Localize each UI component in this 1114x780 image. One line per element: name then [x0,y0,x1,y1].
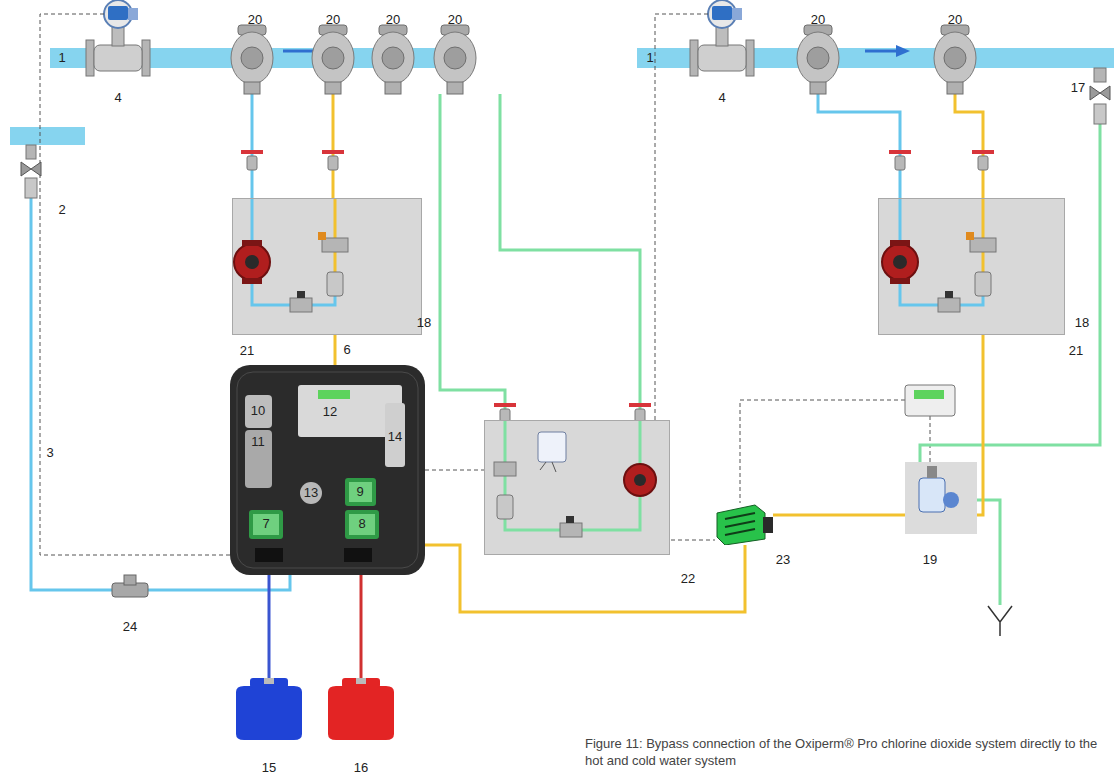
panel-box: 22 [484,420,670,555]
panel-box: 21 [232,198,422,335]
callout-number: 2 [58,203,65,217]
callout-number: 16 [354,761,368,775]
callout-number: 17 [1071,81,1085,95]
dosing-pump-outline [715,503,773,545]
callout-number: 24 [123,620,137,634]
callout-number: 15 [262,761,276,775]
callout-number: 20 [948,13,962,27]
callout-number: 20 [386,13,400,27]
callout-number: 4 [718,91,725,105]
callout-number: 3 [46,446,53,460]
callout-number: 9 [356,485,363,499]
callout-number: 20 [326,13,340,27]
callout-number: 23 [776,553,790,567]
callout-number: 1 [646,51,653,65]
callout-number: 11 [251,435,265,449]
callout-number: 22 [681,572,695,586]
callout-number: 14 [388,430,402,444]
sampling-unit: 19 [905,462,977,534]
pipe-connector [334,335,337,365]
callout-number: 20 [448,13,462,27]
chemical-tank: 15 [230,678,308,740]
chemical-tank-outline [322,678,400,740]
callout-number: 13 [304,486,318,500]
control-unit: 10 11 12 13 9 7 8 [230,365,425,575]
callout-number: 12 [323,405,337,419]
callout-number: 19 [923,553,937,567]
callout-number: 1 [58,51,65,65]
figure-caption: Figure 11: Bypass connection of the Oxip… [585,736,1107,770]
chemical-tank-outline [230,678,308,740]
callout-number: 21 [240,344,254,358]
chemical-tank: 16 [322,678,400,740]
callout-number: 6 [343,343,350,357]
pipe-connector [425,545,745,612]
pipe-connector [360,575,363,678]
dosing-pump: 23 [715,503,773,545]
panel-box: 21 [878,198,1065,335]
callout-number: 4 [114,91,121,105]
callout-number: 8 [358,517,365,531]
callout-number: 18 [417,316,431,330]
callout-number: 20 [811,13,825,27]
callout-number: 7 [262,517,269,531]
callout-number: 18 [1075,316,1089,330]
pipe-connector [425,470,484,471]
callout-number: 10 [251,404,265,418]
callout-number: 21 [1069,344,1083,358]
callout-number: 20 [248,13,262,27]
pipe-connector [268,575,271,678]
sampling-unit-outline [905,462,977,534]
